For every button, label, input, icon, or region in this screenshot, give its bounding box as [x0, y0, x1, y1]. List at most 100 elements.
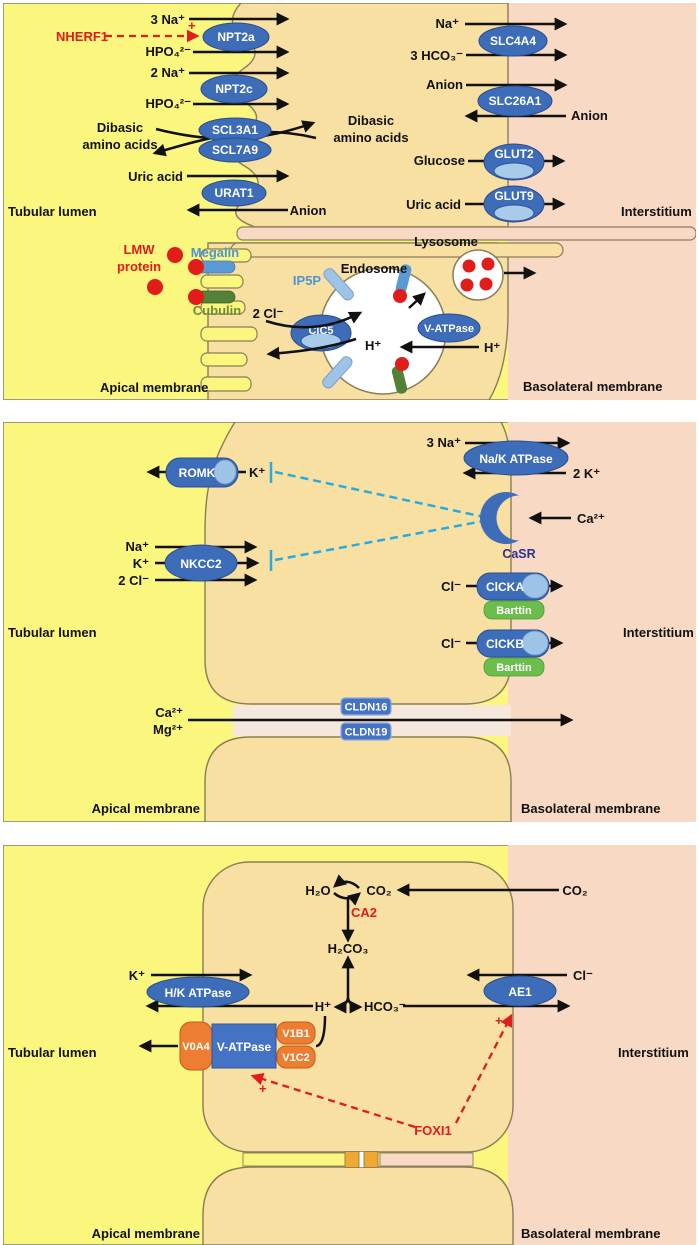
ip5p-rods — [322, 268, 354, 389]
plus-vatpase: + — [259, 1081, 267, 1096]
nherf1-label: NHERF1 — [56, 29, 108, 44]
nherf1-plus: + — [188, 18, 196, 33]
romk-label: ROMK — [179, 466, 216, 480]
npt2a-transporter: NPT2a — [202, 22, 270, 52]
cl2-label: 2 Cl⁻ — [118, 573, 149, 588]
tubular-lumen-label: Tubular lumen — [8, 1045, 97, 1060]
h1-label: H⁺ — [365, 338, 381, 353]
interstitial-sliver — [236, 226, 696, 241]
interstitium-label: Interstitium — [618, 1045, 689, 1060]
v-atpase-complex: V0A4 V-ATPase V1B1 V1C2 — [179, 1021, 316, 1071]
h-feed-elbow — [315, 1015, 327, 1048]
anion-in-label: Anion — [426, 77, 463, 92]
plus-ae1: + — [495, 1013, 503, 1028]
v-atpase-endosome: V-ATPase — [417, 313, 481, 343]
co2-source-label: CO₂ — [562, 883, 588, 898]
cl-b-label: Cl⁻ — [441, 636, 461, 651]
na1-label: Na⁺ — [436, 16, 460, 31]
panel-intercalated-cell: H₂O CO₂ CA2 CO₂ H₂CO₃ H⁺ HCO₃⁻ H/K ATPas… — [3, 845, 696, 1245]
k2-label: 2 K⁺ — [573, 466, 600, 481]
lmw-label-1: LMW — [123, 242, 155, 257]
foxi1-label: FOXI1 — [414, 1123, 452, 1138]
hco3-label: HCO₃⁻ — [364, 999, 406, 1014]
uric-right-label: Uric acid — [406, 197, 461, 212]
panel1-canvas: NPT2a NPT2c SCL3A1 SCL7A9 URAT1 3 Na⁺ NH… — [3, 3, 696, 400]
panel-thick-ascending-limb: ROMK K⁺ NKCC2 Na⁺ K⁺ 2 Cl⁻ Na/K ATPase 3… — [3, 422, 696, 822]
nak-atpase-pump: Na/K ATPase — [463, 440, 569, 476]
uric-left-label: Uric acid — [128, 169, 183, 184]
k-romk-label: K⁺ — [249, 465, 265, 480]
panel2-canvas: ROMK K⁺ NKCC2 Na⁺ K⁺ 2 Cl⁻ Na/K ATPase 3… — [3, 422, 696, 822]
ca-label: Ca²⁺ — [155, 705, 183, 720]
anion-left-label: Anion — [290, 203, 327, 218]
slc26a1-transporter: SLC26A1 — [477, 85, 553, 117]
lmw-protein-particle — [167, 247, 183, 263]
ca2-label: Ca²⁺ — [577, 511, 605, 526]
slc26a1-label: SLC26A1 — [489, 94, 542, 108]
npt2a-label: NPT2a — [217, 30, 255, 44]
ca2-enzyme-label: CA2 — [351, 905, 377, 920]
cl-label: Cl⁻ — [573, 968, 593, 983]
dibasic-right-1: Dibasic — [348, 113, 394, 128]
cl-a-label: Cl⁻ — [441, 579, 461, 594]
panel3-canvas: H₂O CO₂ CA2 CO₂ H₂CO₃ H⁺ HCO₃⁻ H/K ATPas… — [3, 845, 696, 1245]
urat1-label: URAT1 — [214, 186, 253, 200]
slc4a4-transporter: SLC4A4 — [478, 25, 548, 57]
cubulin-receptor — [188, 289, 236, 305]
na3-label: 3 Na⁺ — [427, 435, 461, 450]
lmw-protein-particle — [147, 279, 163, 295]
lysosome-label: Lysosome — [414, 234, 478, 249]
barttin-b-label: Barttin — [496, 662, 532, 674]
casr-receptor — [479, 492, 519, 544]
cldn19-label: CLDN19 — [345, 727, 388, 739]
megalin-receptor — [188, 259, 236, 275]
h-label: H⁺ — [315, 999, 331, 1014]
na2-label: 2 Na⁺ — [151, 65, 185, 80]
barttin-a-label: Barttin — [496, 605, 532, 617]
co2-hydration-arrows — [333, 874, 559, 1014]
ae1-label: AE1 — [508, 985, 532, 999]
endosome-label: Endosome — [341, 261, 407, 276]
hpo4b-label: HPO₄²⁻ — [145, 96, 191, 111]
npt2c-label: NPT2c — [215, 82, 253, 96]
cell-body-lower — [202, 1166, 514, 1245]
nkcc2-label: NKCC2 — [180, 557, 222, 571]
glut9-label: GLUT9 — [494, 189, 534, 203]
membrane-infolding — [230, 242, 564, 258]
casr-inhibition-lines — [269, 462, 490, 571]
foxi1-regulation-arrows — [250, 1013, 513, 1129]
scl7a9-label: SCL7A9 — [212, 143, 258, 157]
v0a4-label: V0A4 — [182, 1041, 210, 1053]
nak-atpase-label: Na/K ATPase — [479, 452, 553, 466]
cl2-label: 2 Cl⁻ — [253, 306, 284, 321]
lysosome-body — [452, 249, 504, 301]
basolateral-membrane-label: Basolateral membrane — [523, 379, 662, 394]
interstitium-label: Interstitium — [623, 625, 694, 640]
ip5p-label: IP5P — [293, 273, 322, 288]
npt2c-transporter: NPT2c — [200, 74, 268, 104]
hpo4a-label: HPO₄²⁻ — [145, 44, 191, 59]
k-label: K⁺ — [129, 968, 145, 983]
mg-label: Mg²⁺ — [153, 722, 183, 737]
interstitium-label: Interstitium — [621, 204, 692, 219]
na-label: Na⁺ — [126, 539, 150, 554]
urat1-transporter: URAT1 — [201, 179, 267, 207]
cubulin-in-endosome — [391, 357, 409, 394]
hk-atpase-pump: H/K ATPase — [146, 976, 250, 1008]
clcka-label: ClCKA — [486, 580, 524, 594]
co2-label: CO₂ — [366, 883, 392, 898]
megalin-label: Megalin — [191, 245, 239, 260]
basolateral-membrane-label: Basolateral membrane — [521, 1226, 660, 1241]
dibasic-left-2: amino acids — [82, 137, 157, 152]
v-atpase-label: V-ATPase — [217, 1040, 272, 1054]
cell-body-lower — [204, 736, 512, 822]
hk-atpase-label: H/K ATPase — [165, 986, 232, 1000]
h2co3-label: H₂CO₃ — [328, 941, 369, 956]
apical-membrane-label: Apical membrane — [92, 801, 200, 816]
v1b1-label: V1B1 — [282, 1028, 310, 1040]
ae1-exchanger: AE1 — [483, 975, 557, 1007]
nkcc2-transporter: NKCC2 — [164, 544, 238, 582]
cldn16-label: CLDN16 — [345, 702, 388, 714]
casr-label: CaSR — [502, 547, 535, 561]
slc4a4-label: SLC4A4 — [490, 34, 536, 48]
